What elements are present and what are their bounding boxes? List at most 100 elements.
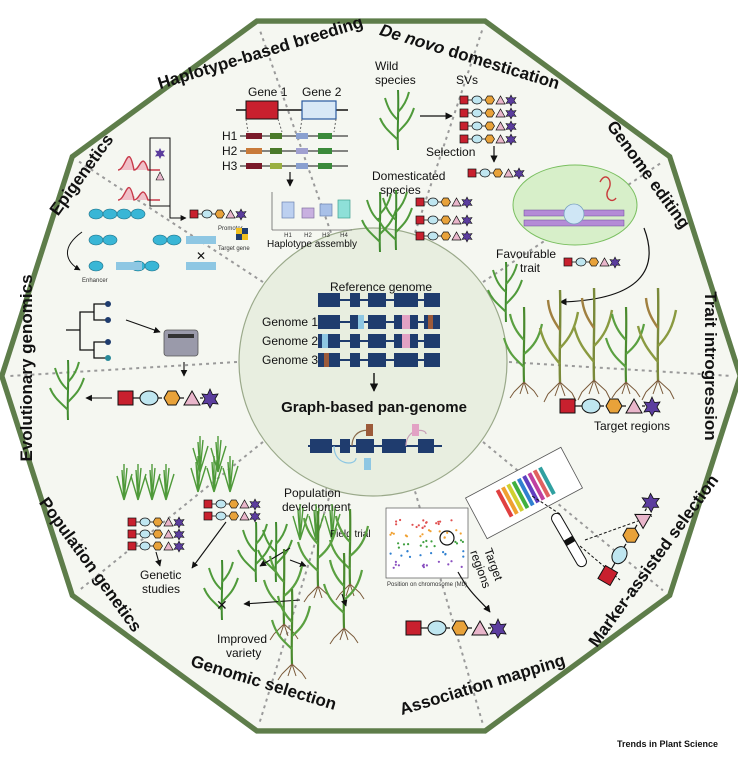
wild-species-label-1: Wild [375,59,398,73]
manhattan-point [407,543,410,546]
manhattan-point [400,554,403,557]
pan-genome-label: Graph-based pan-genome [281,399,467,416]
boxplot-tick-h4: H4 [340,233,348,239]
manhattan-point [425,539,428,543]
manhattan-xlabel: Position on chromosome (Mb) [387,582,467,588]
pan-genome-graph [308,424,442,470]
manhattan-point [417,524,420,527]
manhattan-point [425,564,428,567]
genome-1-track [318,315,440,329]
improved-variety-label-1: Improved [217,632,267,646]
manhattan-point [443,536,446,539]
manhattan-point [442,551,445,554]
boxplot-tick-h2: H2 [304,233,312,239]
manhattan-point [392,532,395,535]
blocked-cross-icon: ✕ [196,249,206,263]
genome-3-track [318,353,440,367]
evolutionary-genomics-panel [49,301,219,421]
segment-divider [258,491,332,724]
favourable-trait-label-1: Favourable [496,247,556,261]
segment-divider [78,441,264,592]
manhattan-point [437,560,440,563]
enhancer-label: Enhancer [82,278,108,284]
association-mapping-panel: Position on chromosome (Mb) Target regio… [385,507,507,639]
manhattan-point [411,523,414,526]
genomic-selection-panel: Population development Field trial ✕ Imp… [203,486,371,682]
manhattan-point [421,526,424,529]
haplotype-rows: H1 H2 H3 [222,129,348,187]
svs-label: SVs [456,73,478,87]
population-development-label-1: Population [284,486,341,500]
genome-3-label: Genome 3 [262,353,318,367]
segment-divider [78,160,264,283]
manhattan-point [392,566,395,569]
manhattan-point [435,522,438,525]
haplotype-gene-diagram: Gene 1 Gene 2 [236,85,348,133]
manhattan-point [397,542,400,545]
manhattan-point [462,550,465,553]
target-gene-label: Target gene [218,246,250,252]
manhattan-point [459,532,462,535]
wild-species-label-2: species [375,73,416,87]
manhattan-point [389,552,392,555]
manhattan-point [462,555,465,558]
segment-divider [414,28,484,233]
manhattan-point [419,544,422,547]
manhattan-point [447,563,450,566]
manhattan-point [427,529,431,532]
source-credit: Trends in Plant Science [617,739,718,749]
genome-1-label: Genome 1 [262,315,318,329]
marker-assisted-panel [464,446,664,588]
title-evolutionary-genomics: Evolutionary genomics [17,274,36,461]
manhattan-point [395,520,398,523]
reference-genome-label: Reference genome [330,280,432,294]
manhattan-point [399,518,402,522]
haplotype-h1-label: H1 [222,129,238,143]
manhattan-point [438,530,441,533]
manhattan-point [439,520,442,523]
haplotype-h2-label: H2 [222,144,238,158]
manhattan-point [460,565,463,569]
manhattan-point [405,535,409,538]
genome-editing-panel: Favourable trait [487,164,650,323]
manhattan-point [415,525,418,529]
boxplot-tick-h1: H1 [284,233,292,239]
manhattan-point [397,564,400,567]
manhattan-point [397,546,400,549]
segment-divider [10,361,238,377]
manhattan-point [446,531,449,534]
manhattan-point [450,519,453,522]
selection-label: Selection [426,145,475,159]
haplotype-boxplot: H1 H2 H3 H4 Haplotype assembly [267,192,357,250]
rejected-cross-icon: ✕ [216,597,228,613]
manhattan-point [459,539,463,542]
gene-2-label: Gene 2 [302,85,342,99]
manhattan-point [437,520,440,523]
genome-2-track [318,334,440,348]
manhattan-point [425,545,428,548]
manhattan-point [408,555,412,559]
gene-1-label: Gene 1 [248,85,288,99]
trait-introgression-panel: Target regions [502,286,678,433]
de-novo-domestication-panel: Wild species SVs Selection Domesticated … [361,59,525,253]
manhattan-point [422,541,425,544]
segment-divider [258,28,332,233]
manhattan-point [422,519,425,522]
epigenetics-panel: ✕ Promoter Target gene Enhancer [67,137,250,284]
boxplot-tick-h3: H3 [322,233,330,239]
improved-variety-label-2: variety [226,646,261,660]
target-regions-label: Target regions [594,419,670,433]
manhattan-point [437,522,440,526]
haplotype-h3-label: H3 [222,159,238,173]
manhattan-point [421,564,424,567]
title-trait-introgression: Trait introgression [701,291,720,440]
manhattan-point [425,521,428,524]
manhattan-point [394,560,397,564]
manhattan-point [421,533,424,536]
manhattan-point [419,554,422,557]
genetic-studies-label-1: Genetic [140,568,181,582]
segment-divider [482,160,664,283]
manhattan-point [423,525,426,528]
manhattan-point [455,542,459,545]
